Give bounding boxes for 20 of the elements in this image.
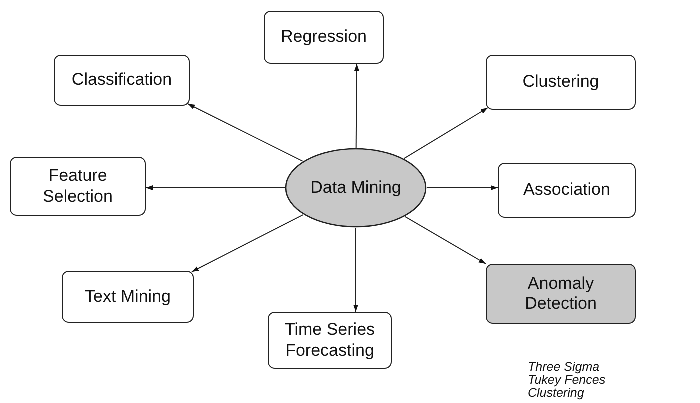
arrow — [354, 228, 358, 312]
process-box: Classification — [54, 55, 190, 106]
method-text: Three Sigma — [528, 361, 601, 374]
highlighted-box: Anomaly Detection — [486, 264, 636, 324]
process-box: Association — [498, 163, 636, 218]
process-box: Time Series Forecasting — [268, 312, 392, 369]
method-text: Tukey Fences — [528, 374, 606, 387]
arrow — [404, 216, 486, 264]
arrow — [192, 214, 304, 272]
process-box: Regression — [264, 11, 384, 64]
arrow — [146, 186, 286, 190]
arrow — [426, 186, 498, 190]
process-box: Feature Selection — [10, 157, 146, 216]
method-text: Clustering — [528, 387, 586, 400]
arrow — [188, 104, 304, 162]
node-label: Data Mining — [310, 178, 402, 198]
process-box: Clustering — [486, 55, 636, 110]
process-box: Text Mining — [62, 271, 194, 323]
arrow — [404, 108, 488, 160]
arrow — [354, 64, 360, 148]
